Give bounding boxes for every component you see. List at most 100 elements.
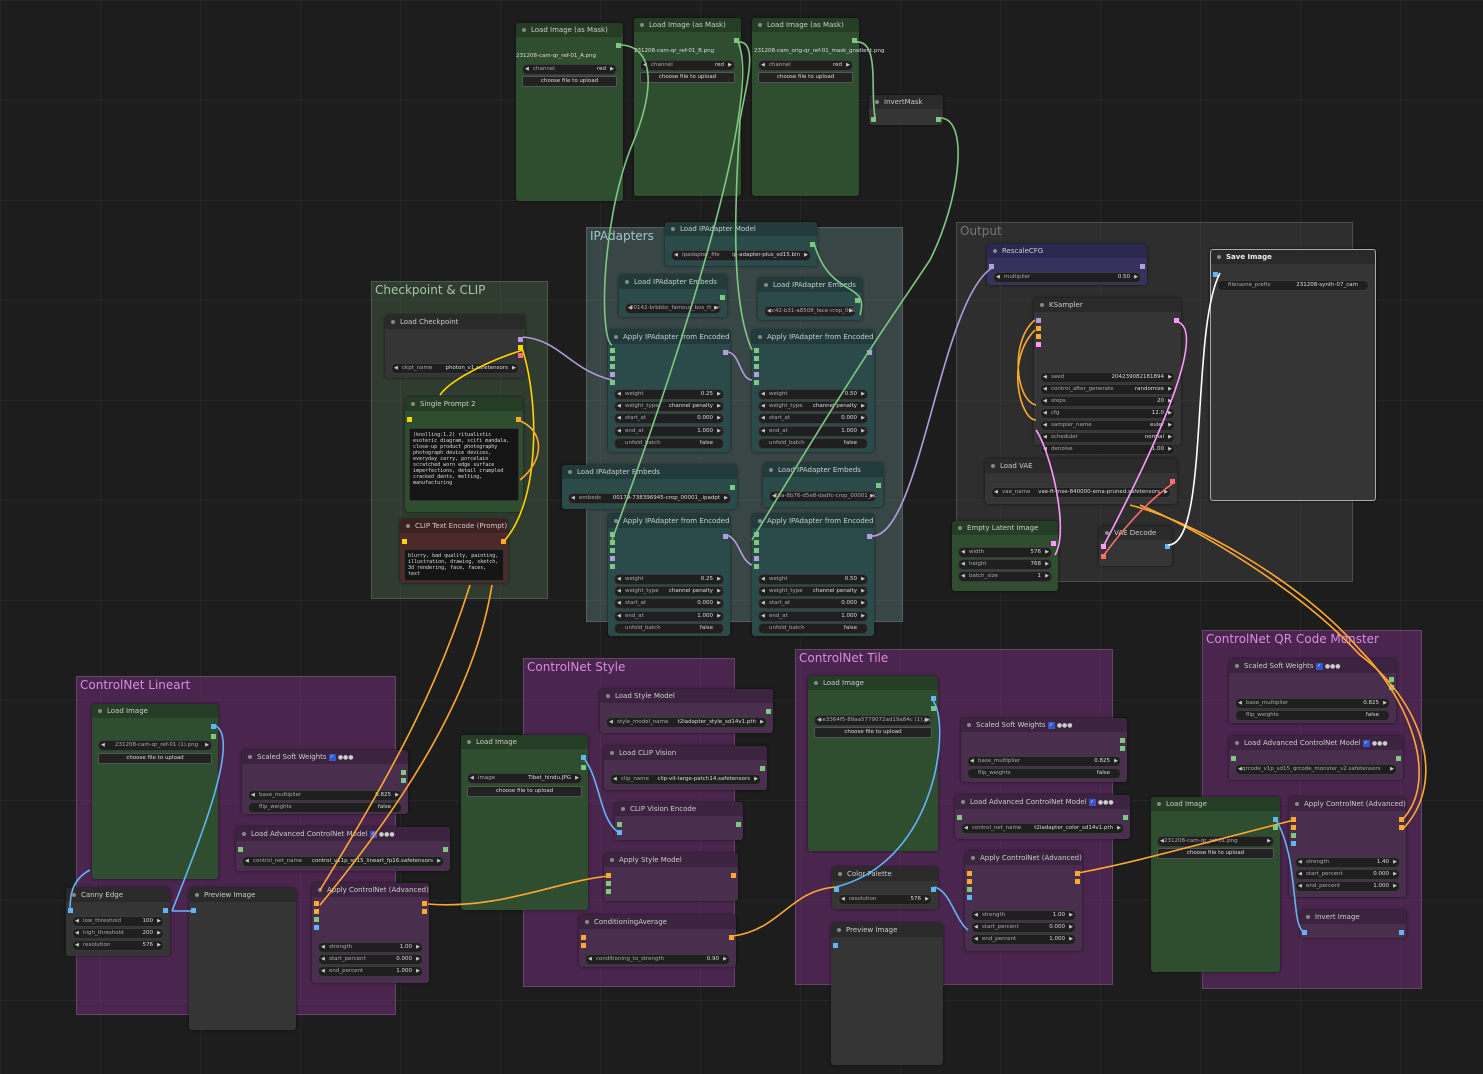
image-widget[interactable]: be3364f5-89aa5779072ad19a84c (1).jpg xyxy=(814,715,932,726)
upload-button[interactable]: choose file to upload xyxy=(1157,848,1274,859)
socket-input[interactable] xyxy=(1036,326,1041,331)
socket-output[interactable] xyxy=(760,766,765,771)
socket-output[interactable] xyxy=(1165,544,1170,549)
tile-load-image-node[interactable]: Load Image be3364f5-89aa5779072ad19a84c … xyxy=(808,676,938,851)
socket-input[interactable] xyxy=(754,564,759,569)
apply-ipadapter-node-1[interactable]: Apply IPAdapter from Encoded weight0.25 … xyxy=(608,330,730,452)
socket-input[interactable] xyxy=(834,887,839,892)
load-mask-node-3[interactable]: Load Image (as Mask) 231208-cam_orig-qr_… xyxy=(752,18,884,196)
socket-output[interactable] xyxy=(723,350,728,355)
socket-output[interactable] xyxy=(516,417,521,422)
socket-output[interactable] xyxy=(931,706,936,711)
lineart-apply-cn-node[interactable]: Apply ControlNet (Advanced) strength1.00… xyxy=(312,883,429,983)
apply-ipadapter-node-3[interactable]: Apply IPAdapter from Encoded weight0.25 … xyxy=(608,514,730,636)
socket-input[interactable] xyxy=(407,417,412,422)
socket-output[interactable] xyxy=(1273,825,1278,830)
negative-prompt-textarea[interactable]: blurry, bad quality, painting, illustrat… xyxy=(404,549,504,581)
socket-output[interactable] xyxy=(616,43,621,48)
vae-decode-node[interactable]: VAE Decode xyxy=(1099,526,1172,566)
socket-input[interactable] xyxy=(610,364,615,369)
socket-output[interactable] xyxy=(422,909,427,914)
socket-input[interactable] xyxy=(754,364,759,369)
lineart-soft-weights-node[interactable]: Scaled Soft Weights✓ ●●● base_multiplier… xyxy=(242,750,408,814)
load-mask-node-2[interactable]: Load Image (as Mask) 231208-cam-qr_ref-0… xyxy=(634,18,741,196)
socket-input[interactable] xyxy=(606,881,611,886)
socket-input[interactable] xyxy=(610,556,615,561)
socket-output[interactable] xyxy=(211,734,216,739)
socket-output[interactable] xyxy=(723,534,728,539)
socket-output[interactable] xyxy=(1140,264,1145,269)
upload-button[interactable]: choose file to upload xyxy=(98,753,212,764)
socket-input[interactable] xyxy=(68,908,73,913)
clip-vision-encode-node[interactable]: CLIP Vision Encode xyxy=(615,802,743,840)
socket-input[interactable] xyxy=(1036,342,1041,347)
end-at-widget[interactable]: end_at1.000 xyxy=(758,426,868,437)
socket-output[interactable] xyxy=(581,755,586,760)
socket-input[interactable] xyxy=(610,380,615,385)
socket-input[interactable] xyxy=(610,540,615,545)
socket-output[interactable] xyxy=(734,38,739,43)
socket-input[interactable] xyxy=(238,847,243,852)
upload-button[interactable]: choose file to upload xyxy=(467,786,582,797)
socket-output[interactable] xyxy=(1399,930,1404,935)
socket-input[interactable] xyxy=(1036,334,1041,339)
prompt-textarea[interactable]: (knolling:1.2) ritualistic esoteric diag… xyxy=(409,428,519,501)
socket-output[interactable] xyxy=(1170,479,1175,484)
control-net-name-widget[interactable]: control_net_namet2iadapter_color_sd14v1.… xyxy=(961,823,1124,834)
control-net-name-widget[interactable]: qrcode_v1p_sd15_qrcode_monster_v2.safete… xyxy=(1235,764,1397,775)
tile-load-cn-node[interactable]: Load Advanced ControlNet Model✓ ●●● cont… xyxy=(955,795,1130,839)
load-mask-node-1[interactable]: Load Image (as Mask) 231208-cam-qr_ref-0… xyxy=(516,23,623,201)
socket-output[interactable] xyxy=(1389,685,1394,690)
socket-input[interactable] xyxy=(610,548,615,553)
embeds-widget[interactable]: 38a-8b76-d5e8-dadfc-crop_00001_.ipadpt xyxy=(769,491,877,502)
socket-input[interactable] xyxy=(1302,930,1307,935)
socket-output[interactable] xyxy=(1051,541,1056,546)
socket-input[interactable] xyxy=(314,917,319,922)
socket-output[interactable] xyxy=(1396,756,1401,761)
socket-input[interactable] xyxy=(610,348,615,353)
socket-output[interactable] xyxy=(518,353,523,358)
start-at-widget[interactable]: start_at0.000 xyxy=(614,598,724,609)
socket-output[interactable] xyxy=(810,242,815,247)
socket-input[interactable] xyxy=(754,532,759,537)
lineart-load-image-node[interactable]: Load Image 231208-cam-qr_ref-01 (1).png … xyxy=(92,704,218,879)
socket-input[interactable] xyxy=(989,264,994,269)
socket-input[interactable] xyxy=(314,901,319,906)
socket-input[interactable] xyxy=(1291,817,1296,822)
control-net-name-widget[interactable]: control_net_namecontrol_v11p_sd15_linear… xyxy=(242,856,444,867)
load-embeds-node-2[interactable]: Load IPAdapter Embeds sc42-b31-a8508_fac… xyxy=(758,278,862,320)
load-clip-vision-node[interactable]: Load CLIP Vision clip_nameclip-vit-large… xyxy=(604,746,767,790)
socket-output[interactable] xyxy=(852,38,857,43)
socket-input[interactable] xyxy=(754,348,759,353)
tile-apply-cn-node[interactable]: Apply ControlNet (Advanced) strength1.00… xyxy=(965,851,1082,951)
load-vae-node[interactable]: Load VAE vae_namevae-ft-mse-840000-ema-p… xyxy=(985,459,1177,504)
socket-input[interactable] xyxy=(1231,756,1236,761)
